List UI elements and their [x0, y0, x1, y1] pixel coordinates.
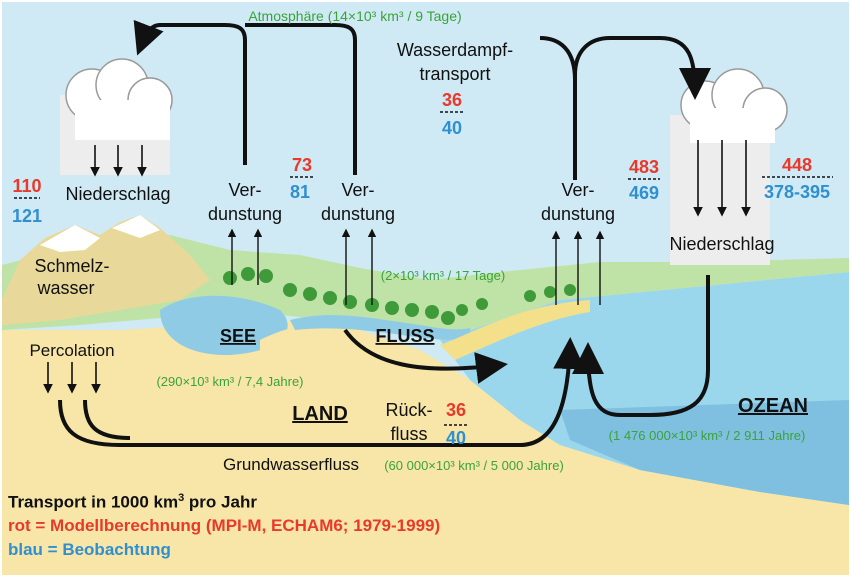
legend-observation: blau = Beobachtung [8, 540, 171, 559]
ocean-precip-obs: 378-395 [764, 182, 830, 202]
atmosphere-arrows [133, 19, 711, 180]
ocean-evap-line1: Ver- [561, 180, 594, 200]
value-dividers [14, 111, 833, 426]
vapor-transport-model: 36 [442, 90, 462, 110]
land-evap-line2: dunstung [208, 204, 282, 224]
atmosphere-label: Atmosphäre (14×10³ km³ / 9 Tage) [248, 8, 461, 24]
tree-line [223, 267, 576, 325]
flow-arrows [58, 275, 710, 447]
lake-label: SEE [220, 326, 256, 346]
runoff-model: 36 [446, 400, 466, 420]
hill [260, 324, 356, 360]
land-ground [2, 320, 849, 575]
percolation-arrows [43, 362, 101, 394]
river-stats: (2×10³ km³ / 17 Tage) [381, 268, 505, 283]
river-channel [290, 315, 470, 340]
river-delta [440, 300, 590, 360]
land-precip-label: Niederschlag [65, 184, 170, 204]
river-label: FLUSS [375, 326, 434, 346]
ocean-evap-obs: 469 [629, 183, 659, 203]
legend-transport-prefix: Transport in 1000 km [8, 492, 179, 512]
legend-transport-suffix: pro Jahr [184, 492, 257, 512]
mountain-snow [40, 215, 160, 252]
legend-model: rot = Modellberechnung (MPI-M, ECHAM6; 1… [8, 516, 441, 535]
runoff-line2: fluss [390, 424, 427, 444]
evap-arrows [227, 228, 605, 305]
ocean-evap-line2: dunstung [541, 204, 615, 224]
lake-evap-obs: 81 [290, 182, 310, 202]
cloud-left-icon [60, 58, 173, 175]
meltwater-line2: wasser [36, 278, 94, 298]
lake-evap-line2: dunstung [321, 204, 395, 224]
vapor-transport-obs: 40 [442, 118, 462, 138]
lake-evap-model: 73 [292, 155, 312, 175]
ocean-deep [560, 400, 849, 505]
lake-evap-line1: Ver- [341, 180, 374, 200]
land-evap-line1: Ver- [228, 180, 261, 200]
rain-arrows-ocean [693, 140, 751, 217]
groundwater-stats: (60 000×10³ km³ / 5 000 Jahre) [384, 458, 564, 473]
runoff-line1: Rück- [385, 400, 432, 420]
rain-arrows-land [90, 145, 147, 177]
meltwater-line1: Schmelz- [34, 256, 109, 276]
land-label: LAND [292, 403, 348, 425]
land-precip-model: 110 [12, 176, 41, 196]
ocean-precip-model: 448 [782, 155, 812, 175]
vapor-transport-line2: transport [419, 64, 490, 84]
ocean-precip-label: Niederschlag [669, 234, 774, 254]
runoff-obs: 40 [446, 428, 466, 448]
ocean-label: OZEAN [738, 395, 808, 417]
lake-body [160, 295, 288, 356]
ocean-stats: (1 476 000×10³ km³ / 2 911 Jahre) [609, 428, 806, 443]
ocean-evap-model: 483 [629, 157, 659, 177]
land-precip-obs: 121 [12, 206, 42, 226]
legend-transport: Transport in 1000 km3 pro Jahr [8, 492, 257, 513]
legend-transport-sup: 3 [178, 492, 185, 504]
groundwater-label: Grundwasserfluss [223, 455, 359, 474]
lake-stats: (290×10³ km³ / 7,4 Jahre) [156, 374, 303, 389]
percolation-label: Percolation [29, 341, 114, 360]
vapor-transport-line1: Wasserdampf- [397, 40, 513, 60]
cloud-right-icon [670, 68, 788, 265]
